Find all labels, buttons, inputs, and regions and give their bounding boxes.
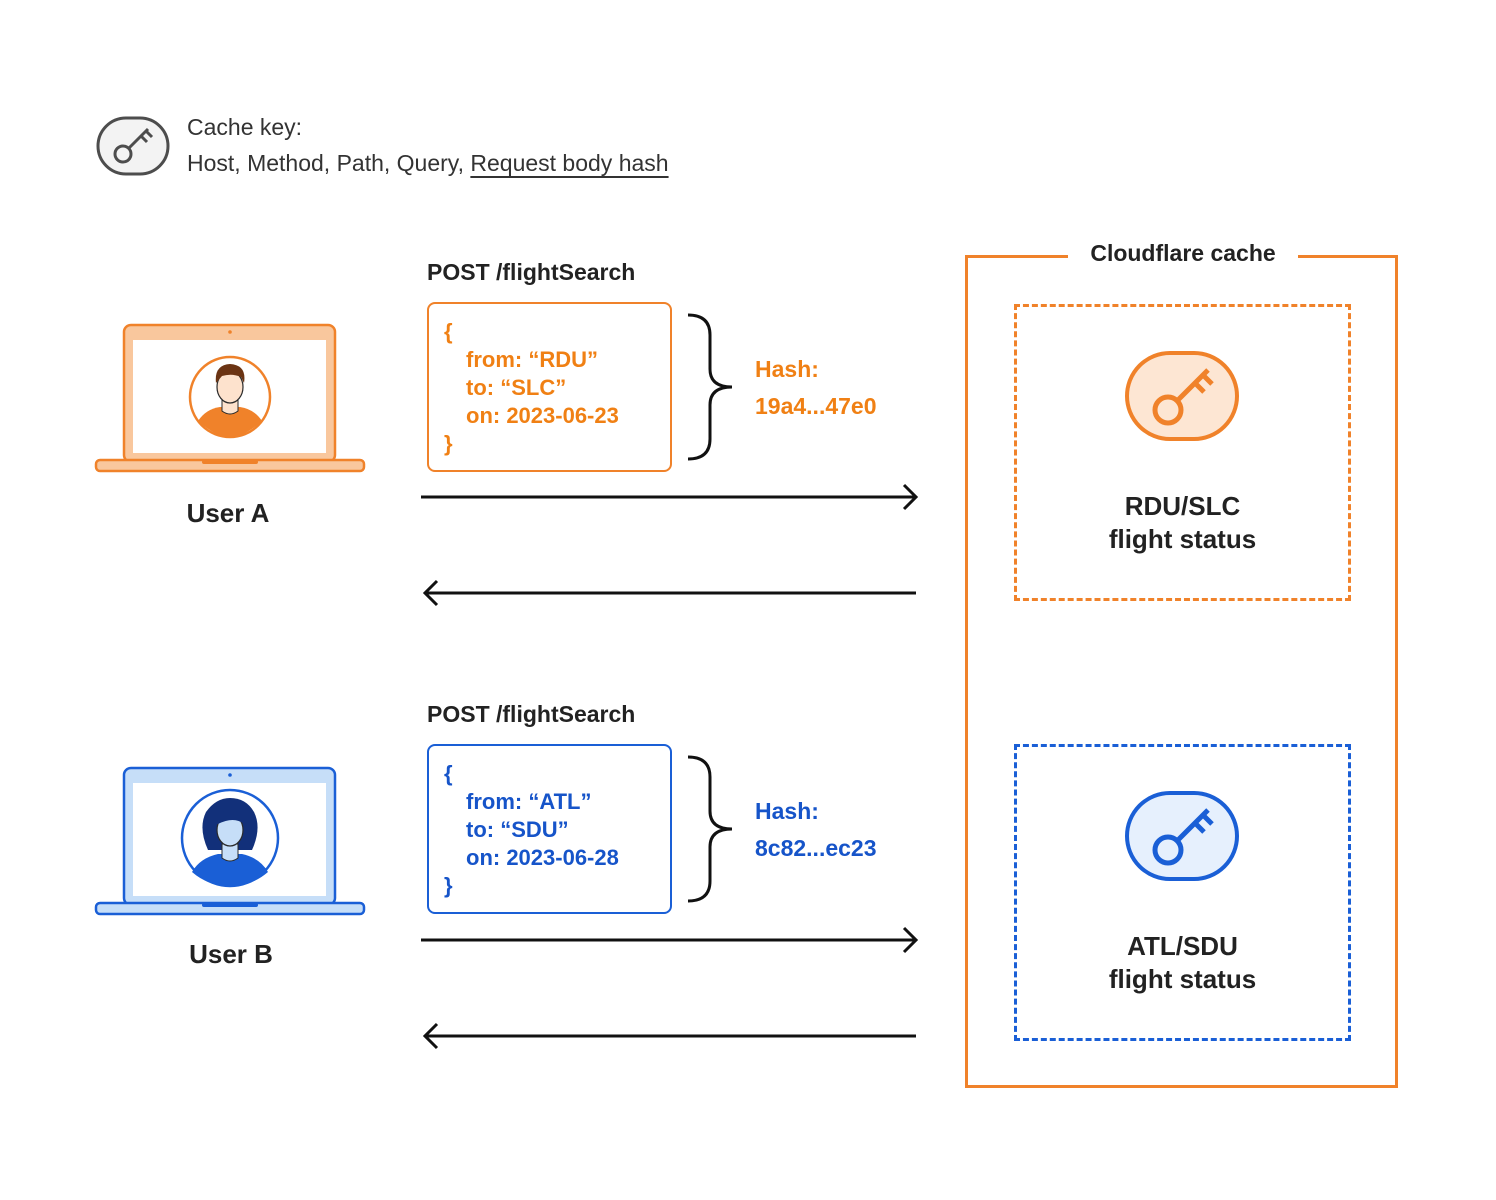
laptop-icon-user-a — [94, 323, 366, 473]
response-arrow-user-b — [422, 1022, 916, 1050]
request-arrow-user-b — [421, 926, 919, 954]
entry-route: RDU/SLC — [1124, 491, 1241, 521]
user-a-request-body: { from: “RDU” to: “SLC” on: 2023-06-23 } — [427, 302, 672, 472]
laptop-icon-user-b — [94, 766, 366, 916]
brace-icon-user-a — [687, 313, 733, 461]
entry-status: flight status — [1108, 964, 1257, 994]
hash-value: 8c82...ec23 — [755, 835, 877, 861]
body-line: } — [444, 873, 453, 898]
user-b-hash: Hash: 8c82...ec23 — [755, 793, 877, 867]
legend-title: Cache key: — [187, 114, 303, 140]
user-a-label: User A — [186, 498, 270, 528]
hash-label: Hash: — [755, 798, 819, 824]
body-line: { — [444, 319, 453, 344]
user-a-hash: Hash: 19a4...47e0 — [755, 351, 877, 425]
body-line: on: 2023-06-28 — [466, 845, 619, 870]
body-line: to: “SDU” — [466, 817, 569, 842]
body-line: from: “ATL” — [466, 789, 592, 814]
user-b-request-label: POST /flightSearch — [427, 701, 636, 727]
body-line: on: 2023-06-23 — [466, 403, 619, 428]
brace-icon-user-b — [687, 755, 733, 903]
cloudflare-cache-title: Cloudflare cache — [1068, 240, 1298, 267]
cache-entry-rdu-slc — [1014, 304, 1351, 601]
key-icon-orange — [1125, 351, 1239, 441]
cache-entry-atl-sdu — [1014, 744, 1351, 1041]
legend-fields: Host, Method, Path, Query, Request body … — [187, 150, 669, 177]
request-arrow-user-a — [421, 483, 919, 511]
legend-fields-underlined: Request body hash — [470, 150, 669, 176]
response-arrow-user-a — [422, 579, 916, 607]
entry-status: flight status — [1108, 524, 1257, 554]
user-b-request-body: { from: “ATL” to: “SDU” on: 2023-06-28 } — [427, 744, 672, 914]
legend-fields-plain: Host, Method, Path, Query, — [187, 150, 471, 176]
user-a-request-label: POST /flightSearch — [427, 259, 636, 285]
body-line: { — [444, 761, 453, 786]
hash-value: 19a4...47e0 — [755, 393, 877, 419]
entry-route: ATL/SDU — [1127, 931, 1238, 961]
key-icon-blue — [1125, 791, 1239, 881]
cache-entry-label-rdu-slc: RDU/SLC flight status — [1014, 490, 1351, 556]
body-line: to: “SLC” — [466, 375, 567, 400]
body-line: } — [444, 431, 453, 456]
user-b-label: User B — [189, 939, 273, 969]
cache-entry-label-atl-sdu: ATL/SDU flight status — [1014, 930, 1351, 996]
body-line: from: “RDU” — [466, 347, 598, 372]
hash-label: Hash: — [755, 356, 819, 382]
legend-key-icon — [96, 116, 170, 176]
